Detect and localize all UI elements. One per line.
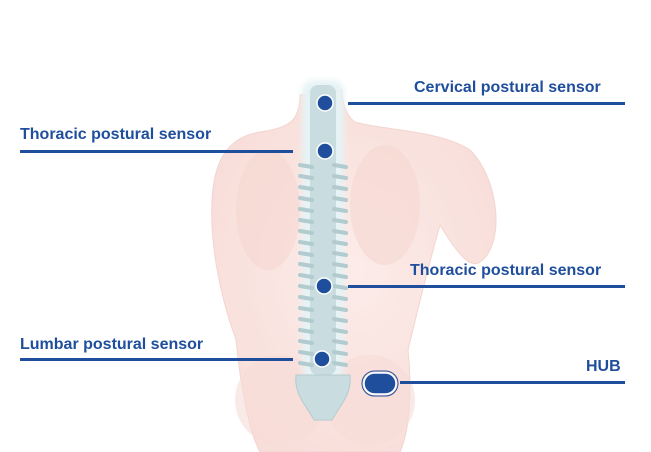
vertebra-process: [298, 218, 314, 224]
vertebra-process: [298, 306, 314, 312]
vertebra-process: [298, 350, 314, 356]
vertebra-process: [332, 328, 348, 334]
spine: [295, 80, 351, 421]
vertebra-process: [298, 196, 314, 202]
hub-leader-line: [400, 381, 625, 384]
vertebra-process: [332, 218, 348, 224]
vertebra-process: [332, 295, 348, 301]
cervical-sensor-label: Cervical postural sensor: [414, 79, 601, 96]
vertebra-process: [332, 284, 348, 290]
vertebra-process: [298, 317, 314, 323]
vertebra-process: [332, 339, 348, 345]
sensors: [313, 94, 399, 397]
hub-label: HUB: [586, 358, 621, 375]
vertebra-process: [332, 361, 348, 367]
lumbar-leader-line: [20, 358, 293, 361]
thoracic-upper-leader-line: [20, 150, 293, 153]
vertebra-process: [298, 207, 314, 213]
vertebra-process: [298, 185, 314, 191]
vertebra-process: [332, 350, 348, 356]
vertebra-process: [298, 295, 314, 301]
lumbar-sensor-label: Lumbar postural sensor: [20, 336, 204, 353]
vertebra-process: [298, 273, 314, 279]
sacrum: [295, 374, 351, 421]
thoracic-upper-sensor-icon: [316, 142, 334, 160]
vertebra-process: [332, 240, 348, 246]
vertebra-process: [298, 174, 314, 180]
vertebra-process: [298, 163, 314, 169]
cervical-leader-line: [348, 102, 625, 105]
thoracic-lower-sensor-label: Thoracic postural sensor: [410, 262, 602, 279]
lumbar-sensor-icon: [313, 350, 331, 368]
right-shoulder-blade: [350, 145, 420, 265]
torso: [211, 89, 497, 452]
vertebra-process: [298, 251, 314, 257]
vertebra-process: [298, 240, 314, 246]
vertebra-process: [332, 317, 348, 323]
vertebra-process: [332, 306, 348, 312]
thoracic-lower-sensor-icon: [315, 277, 333, 295]
left-shoulder-blade: [236, 150, 300, 270]
vertebra-process: [332, 207, 348, 213]
vertebra-process: [298, 339, 314, 345]
vertebra-process: [298, 328, 314, 334]
vertebra-process: [298, 361, 314, 367]
vertebra-process: [332, 251, 348, 257]
vertebra-process: [332, 174, 348, 180]
vertebra-process: [298, 229, 314, 235]
vertebra-process: [332, 273, 348, 279]
hub-device-icon: [361, 370, 399, 397]
vertebra-process: [298, 284, 314, 290]
vertebra-process: [332, 229, 348, 235]
vertebra-process: [332, 163, 348, 169]
vertebra-process: [332, 196, 348, 202]
vertebra-process: [332, 262, 348, 268]
cervical-sensor-icon: [316, 94, 334, 112]
vertebra-process: [332, 185, 348, 191]
thoracic-upper-sensor-label: Thoracic postural sensor: [20, 126, 212, 143]
thoracic-lower-leader-line: [348, 285, 625, 288]
vertebra-process: [298, 262, 314, 268]
